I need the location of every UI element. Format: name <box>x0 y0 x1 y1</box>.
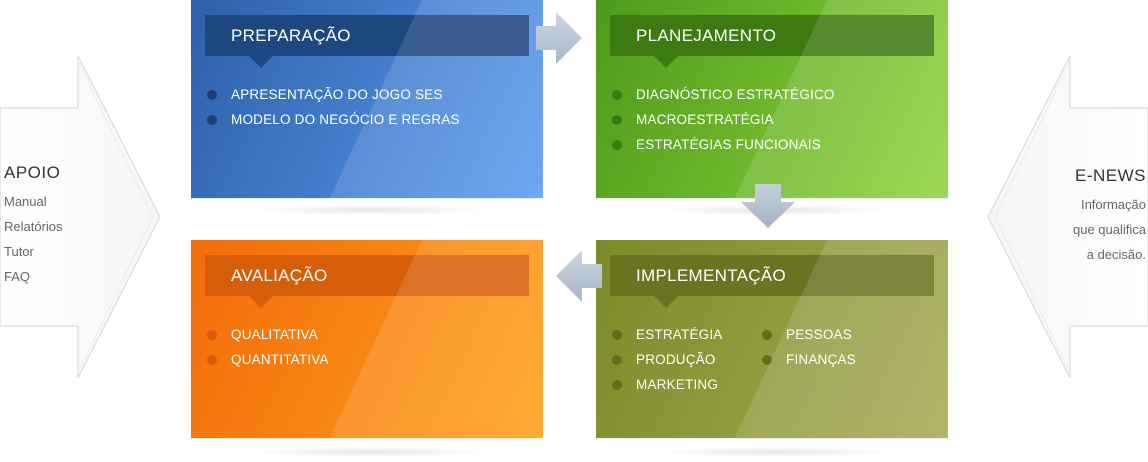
list-item: MARKETING <box>612 372 762 397</box>
list-item: QUANTITATIVA <box>207 347 329 372</box>
list-item-label: PESSOAS <box>786 327 852 342</box>
flow-arrow-right-icon <box>536 12 582 64</box>
list-item: PESSOAS <box>762 322 892 347</box>
bullet-icon <box>612 330 622 340</box>
apoio-title: APOIO <box>4 163 61 182</box>
list-item: MACROESTRATÉGIA <box>612 107 835 132</box>
preparacao-title: PREPARAÇÃO <box>205 15 529 68</box>
enews-title: E-NEWS <box>1075 166 1146 185</box>
enews-line: que qualifica <box>1073 222 1146 237</box>
list-item-label: MODELO DO NEGÓCIO E REGRAS <box>231 112 460 127</box>
list-item-label: MACROESTRATÉGIA <box>636 112 774 127</box>
implementacao-title: IMPLEMENTAÇÃO <box>610 255 934 308</box>
bullet-icon <box>207 90 217 100</box>
apoio-panel: APOIO Manual Relatórios Tutor FAQ <box>4 163 63 289</box>
apoio-link-tutor[interactable]: Tutor <box>4 244 34 259</box>
implementacao-box: IMPLEMENTAÇÃO ESTRATÉGIA PRODUÇÃO MARKET… <box>596 240 948 438</box>
bullet-icon <box>612 355 622 365</box>
implementacao-list: ESTRATÉGIA PRODUÇÃO MARKETING PESSOAS FI… <box>612 322 892 397</box>
bullet-icon <box>612 140 622 150</box>
implementacao-list-col2: PESSOAS FINANÇAS <box>762 322 892 397</box>
list-item-label: FINANÇAS <box>786 352 856 367</box>
apoio-link-manual[interactable]: Manual <box>4 194 47 209</box>
list-item-label: ESTRATÉGIA <box>636 327 723 342</box>
list-item-label: PRODUÇÃO <box>636 352 716 367</box>
avaliacao-list: QUALITATIVA QUANTITATIVA <box>207 322 329 372</box>
list-item-label: MARKETING <box>636 377 719 392</box>
apoio-link-relatorios[interactable]: Relatórios <box>4 219 63 234</box>
flow-arrow-down-icon <box>741 184 795 228</box>
bullet-icon <box>762 330 772 340</box>
list-item: DIAGNÓSTICO ESTRATÉGICO <box>612 82 835 107</box>
left-side-arrow <box>0 56 170 378</box>
bullet-icon <box>207 330 217 340</box>
list-item-label: ESTRATÉGIAS FUNCIONAIS <box>636 137 821 152</box>
enews-line: Informação <box>1080 197 1146 212</box>
box-shadow <box>250 447 490 457</box>
list-item: APRESENTAÇÃO DO JOGO SES <box>207 82 460 107</box>
bullet-icon <box>762 355 772 365</box>
planejamento-list: DIAGNÓSTICO ESTRATÉGICO MACROESTRATÉGIA … <box>612 82 835 157</box>
box-shadow <box>250 205 490 215</box>
planejamento-title: PLANEJAMENTO <box>610 15 934 68</box>
box-shadow <box>655 447 895 457</box>
list-item: ESTRATÉGIAS FUNCIONAIS <box>612 132 835 157</box>
list-item: PRODUÇÃO <box>612 347 762 372</box>
list-item: ESTRATÉGIA <box>612 322 762 347</box>
planejamento-box: PLANEJAMENTO DIAGNÓSTICO ESTRATÉGICO MAC… <box>596 0 948 198</box>
preparacao-box: PREPARAÇÃO APRESENTAÇÃO DO JOGO SES MODE… <box>191 0 543 198</box>
bullet-icon <box>612 380 622 390</box>
bullet-icon <box>612 115 622 125</box>
bullet-icon <box>207 115 217 125</box>
list-item: MODELO DO NEGÓCIO E REGRAS <box>207 107 460 132</box>
list-item: QUALITATIVA <box>207 322 329 347</box>
list-item-label: APRESENTAÇÃO DO JOGO SES <box>231 87 443 102</box>
list-item-label: QUALITATIVA <box>231 327 318 342</box>
apoio-link-faq[interactable]: FAQ <box>4 269 31 284</box>
avaliacao-box: AVALIAÇÃO QUALITATIVA QUANTITATIVA <box>191 240 543 438</box>
flow-arrow-left-icon <box>556 250 602 302</box>
list-item-label: DIAGNÓSTICO ESTRATÉGICO <box>636 87 835 102</box>
right-side-arrow <box>982 56 1148 378</box>
list-item-label: QUANTITATIVA <box>231 352 329 367</box>
avaliacao-title: AVALIAÇÃO <box>205 255 529 308</box>
enews-panel: E-NEWS Informação que qualifica a decisã… <box>1073 166 1146 267</box>
implementacao-list-col1: ESTRATÉGIA PRODUÇÃO MARKETING <box>612 322 762 397</box>
preparacao-list: APRESENTAÇÃO DO JOGO SES MODELO DO NEGÓC… <box>207 82 460 132</box>
enews-line: a decisão. <box>1086 247 1146 262</box>
list-item: FINANÇAS <box>762 347 892 372</box>
bullet-icon <box>207 355 217 365</box>
bullet-icon <box>612 90 622 100</box>
